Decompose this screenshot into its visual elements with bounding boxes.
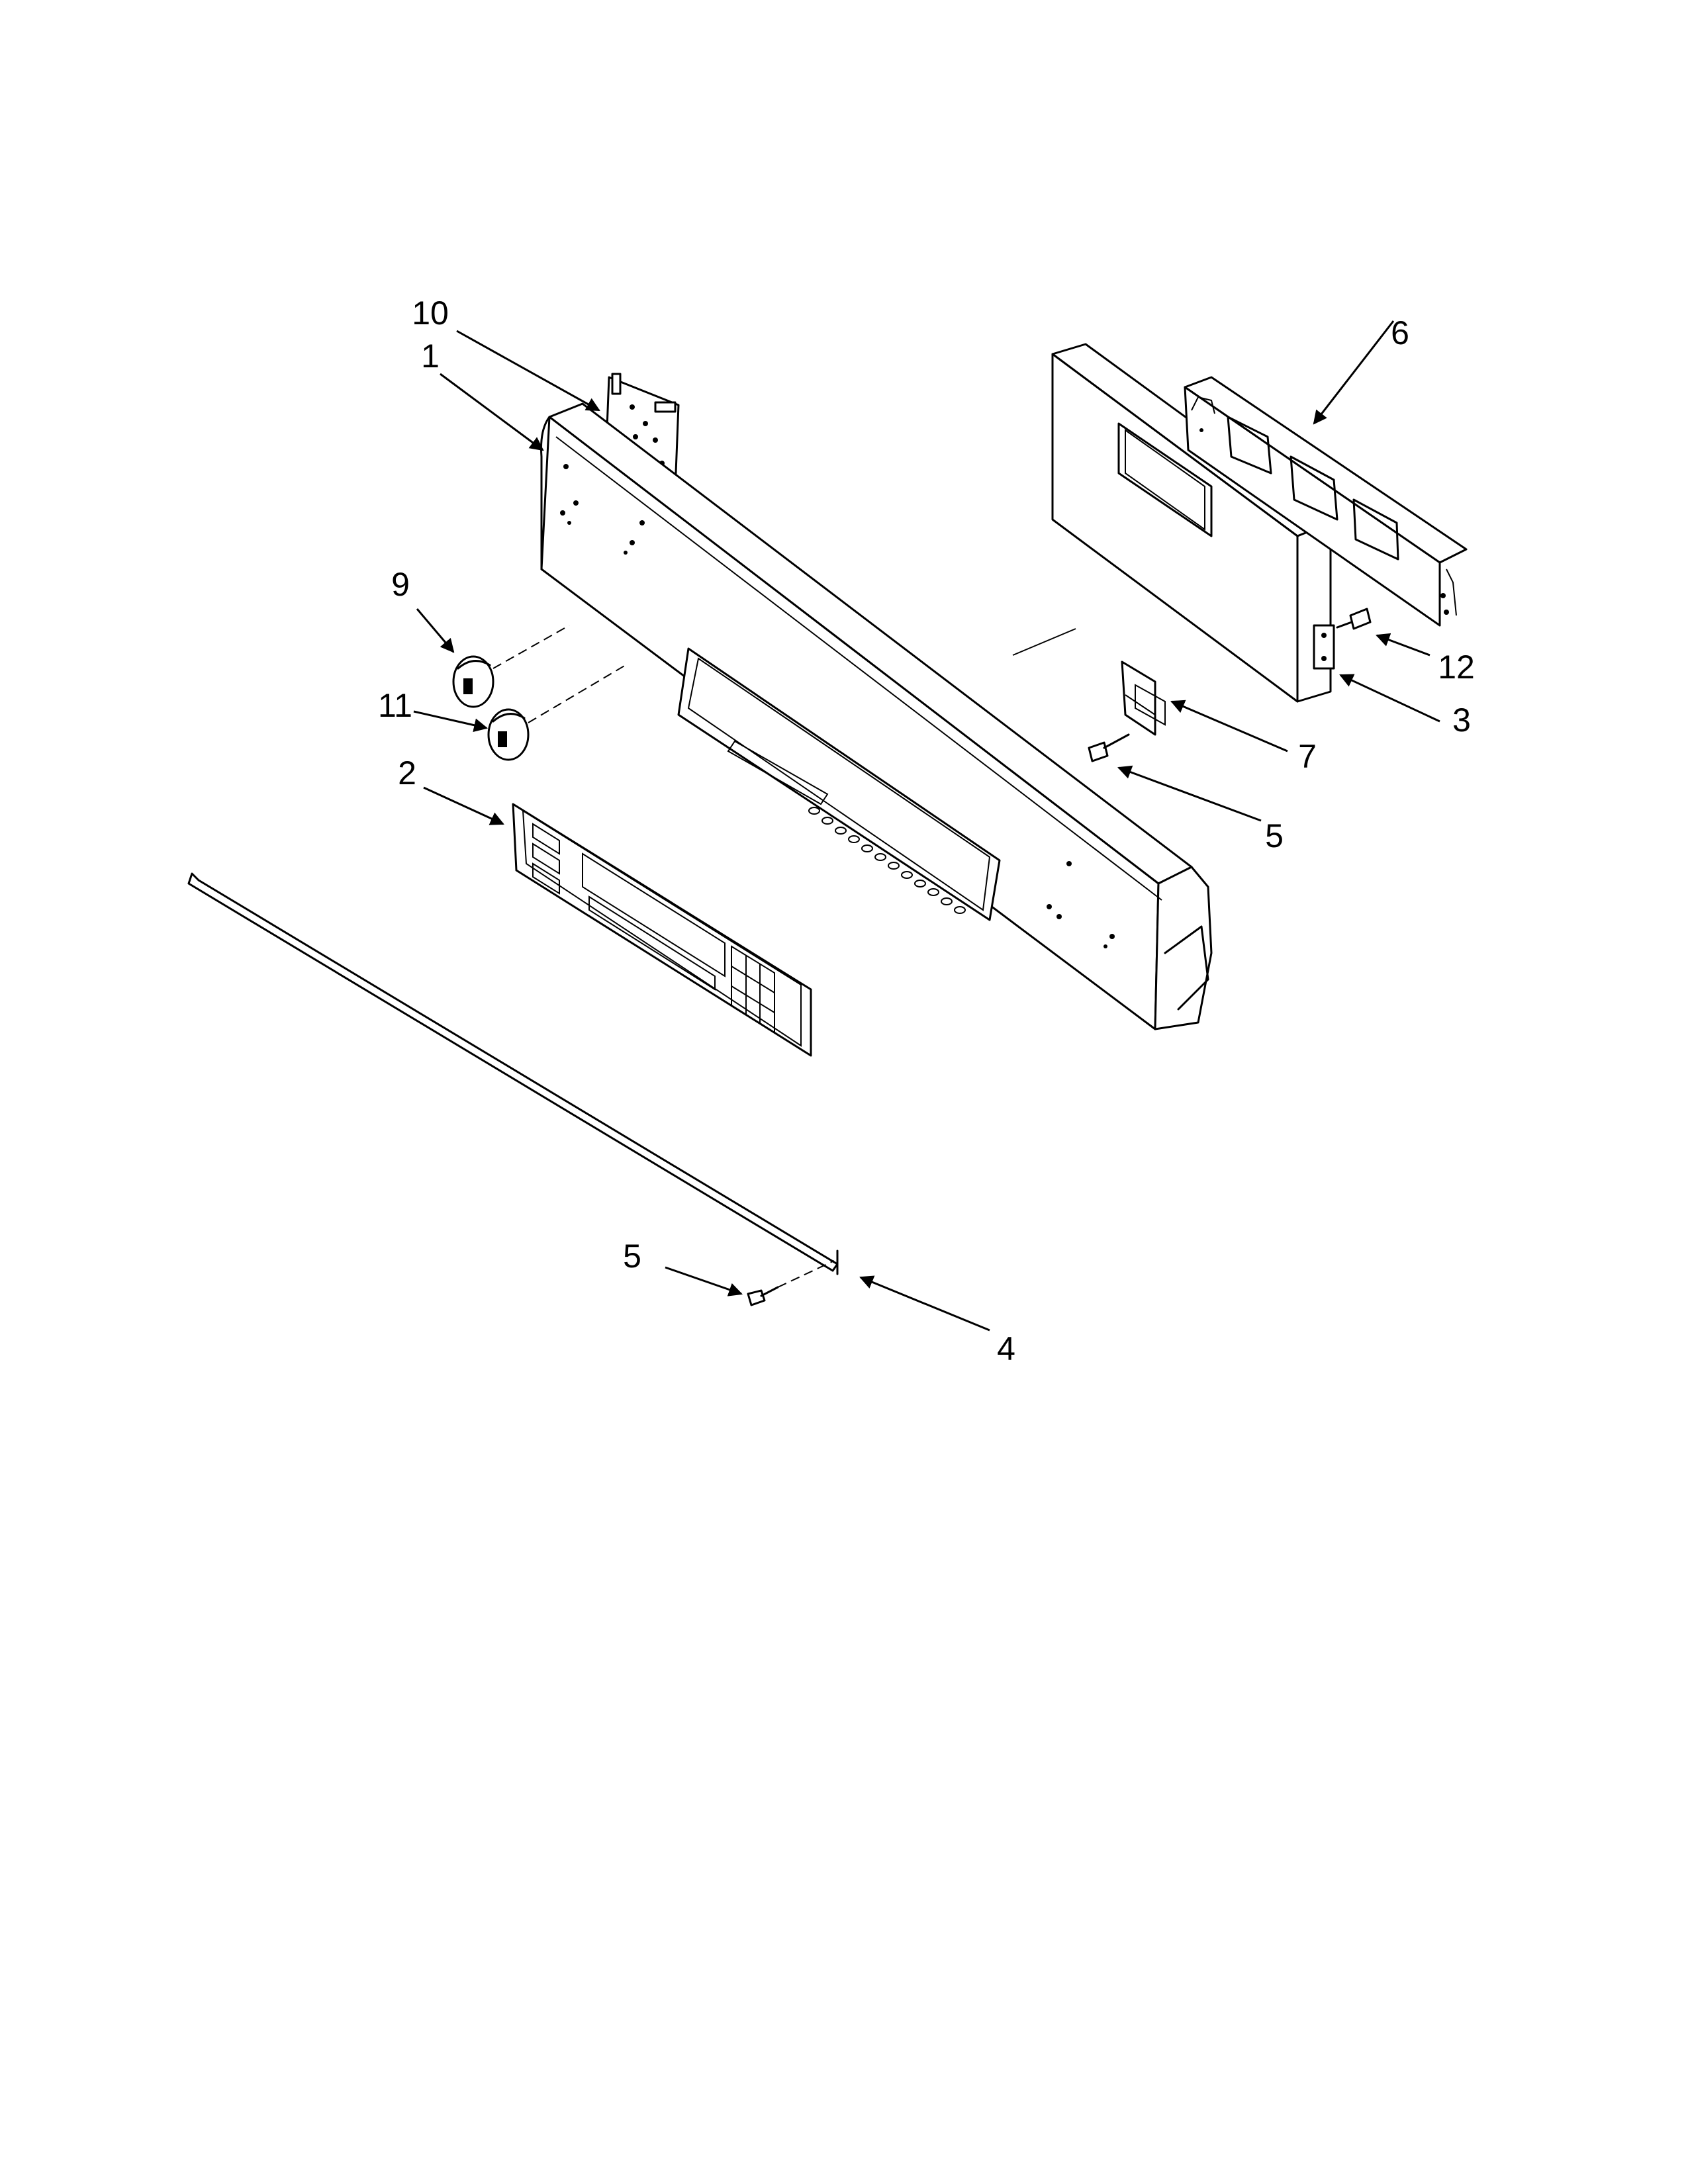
callout-5-upper: 5 bbox=[1265, 817, 1284, 854]
callout-6: 6 bbox=[1391, 314, 1409, 351]
callout-4: 4 bbox=[997, 1330, 1015, 1367]
callout-11: 11 bbox=[378, 687, 412, 724]
callout-1: 1 bbox=[421, 338, 440, 375]
callout-5-lower: 5 bbox=[623, 1238, 641, 1275]
callout-12: 12 bbox=[1438, 649, 1475, 686]
part-2-keypad-overlay bbox=[512, 803, 812, 1057]
panel-button-row bbox=[808, 807, 966, 914]
leader-lines bbox=[413, 320, 1440, 1332]
part-3-display-module bbox=[1012, 343, 1335, 703]
callout-10: 10 bbox=[412, 295, 449, 332]
part-5-screw-upper bbox=[1088, 733, 1130, 762]
part-11-knob bbox=[487, 664, 626, 761]
part-5-screw-lower bbox=[747, 1260, 835, 1306]
part-12-screw bbox=[1336, 608, 1372, 630]
callout-9: 9 bbox=[391, 566, 410, 603]
part-9-knob bbox=[452, 625, 570, 708]
part-7-bracket bbox=[1121, 660, 1166, 736]
part-1-control-panel bbox=[540, 402, 1213, 1030]
part-4-trim-strip bbox=[187, 872, 839, 1275]
callout-labels: 10 1 9 11 2 6 12 3 7 5 5 4 bbox=[378, 295, 1475, 1367]
callout-7: 7 bbox=[1298, 738, 1317, 775]
callout-3: 3 bbox=[1452, 702, 1471, 739]
part-6-mounting-bracket bbox=[1184, 376, 1468, 627]
callout-2: 2 bbox=[398, 754, 416, 792]
